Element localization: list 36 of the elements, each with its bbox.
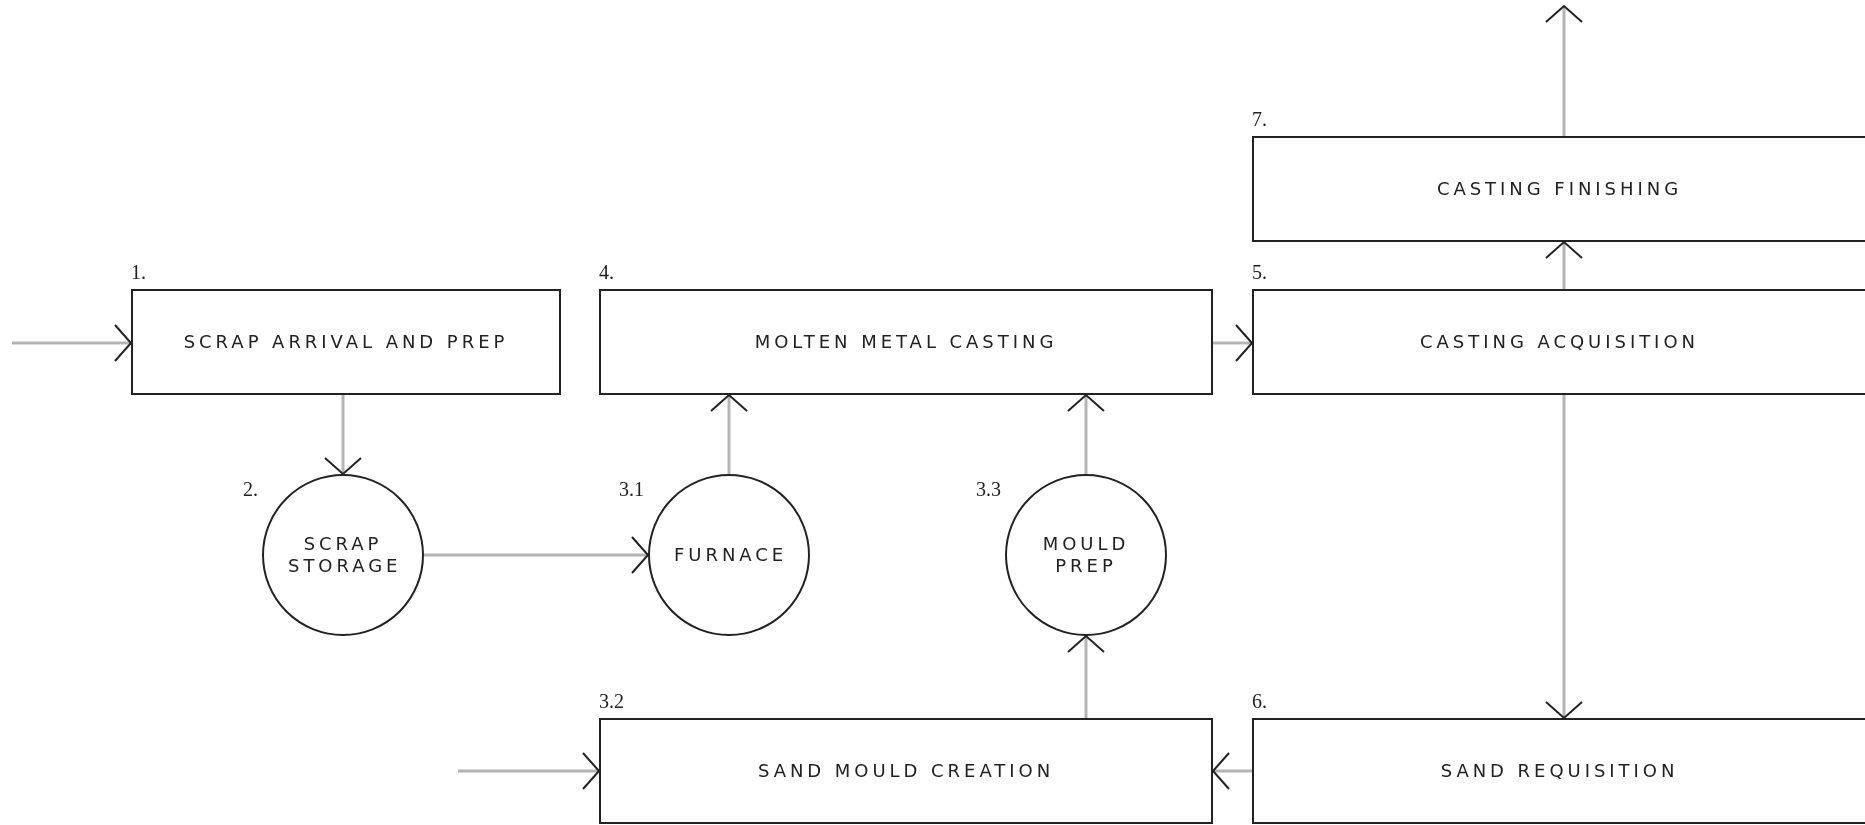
arrow bbox=[424, 536, 649, 574]
process-box bbox=[1252, 289, 1865, 395]
node-label: MOLTEN METAL CASTING bbox=[754, 331, 1058, 353]
arrow bbox=[710, 394, 748, 474]
arrow bbox=[1067, 635, 1105, 718]
step-number: 2. bbox=[243, 478, 258, 501]
step-number: 4. bbox=[599, 261, 614, 284]
arrow bbox=[1545, 241, 1583, 289]
node-label: MOULD PREP bbox=[1041, 533, 1131, 577]
process-box bbox=[1252, 136, 1865, 242]
step-number: 1. bbox=[131, 261, 146, 284]
node-label: SCRAP STORAGE bbox=[288, 533, 398, 577]
node-label: FURNACE bbox=[674, 544, 784, 566]
step-number: 3.1 bbox=[619, 478, 644, 501]
process-box bbox=[599, 718, 1213, 824]
arrow bbox=[324, 395, 362, 475]
process-box bbox=[131, 289, 561, 395]
node-label: SAND REQUISITION bbox=[1440, 760, 1679, 782]
step-number: 5. bbox=[1252, 261, 1267, 284]
process-box bbox=[599, 289, 1213, 395]
arrow bbox=[1212, 752, 1252, 790]
node-label: CASTING ACQUISITION bbox=[1420, 331, 1699, 353]
process-box bbox=[1252, 718, 1865, 824]
node-label: CASTING FINISHING bbox=[1436, 178, 1683, 200]
arrow bbox=[1213, 324, 1253, 362]
arrow bbox=[12, 324, 132, 362]
step-number: 6. bbox=[1252, 690, 1267, 713]
step-number: 7. bbox=[1252, 108, 1267, 131]
step-number: 3.2 bbox=[599, 690, 624, 713]
arrow bbox=[1545, 5, 1583, 136]
step-number: 3.3 bbox=[976, 478, 1001, 501]
node-label: SCRAP ARRIVAL AND PREP bbox=[183, 331, 509, 353]
node-label: SAND MOULD CREATION bbox=[757, 760, 1055, 782]
arrow bbox=[1545, 395, 1583, 719]
arrow bbox=[458, 752, 600, 790]
arrow bbox=[1067, 394, 1105, 474]
